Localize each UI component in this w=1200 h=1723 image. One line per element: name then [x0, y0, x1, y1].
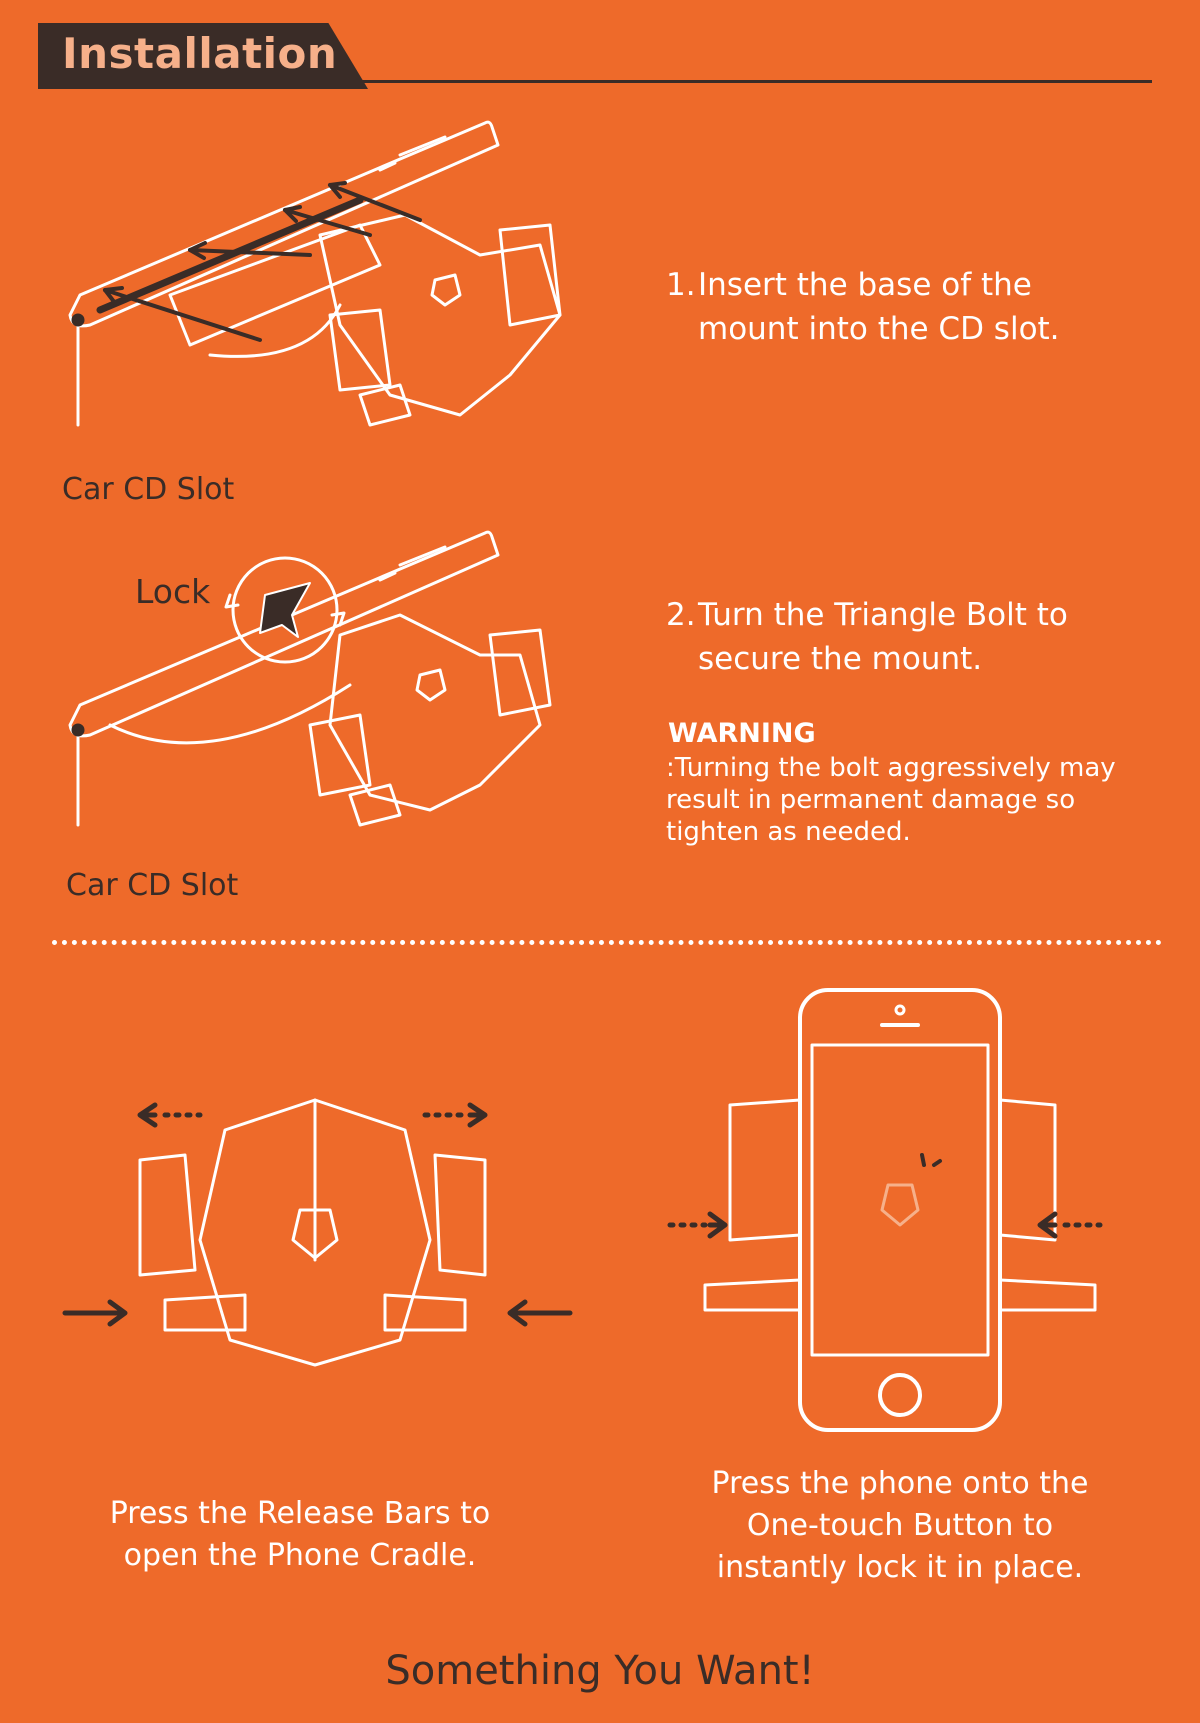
phone-screen	[810, 1043, 990, 1357]
mount-knob	[358, 383, 412, 427]
release-caption: Press the Release Bars to open the Phone…	[70, 1493, 530, 1577]
step-1-number: 1.	[666, 267, 696, 303]
triangle-bolt-icon	[224, 556, 346, 664]
cd-slot-opening	[96, 196, 364, 314]
press-caption-line-3: instantly lock it in place.	[716, 1550, 1084, 1585]
step-1-line-2: mount into the CD slot.	[698, 311, 1060, 347]
step-1-text: 1.Insert the base of the mount into the …	[666, 263, 1060, 351]
car-cd-slot-label-1: Car CD Slot	[62, 472, 235, 507]
triangle-bolt-lock-illustration	[68, 530, 552, 827]
press-caption-line-2: One-touch Button to	[746, 1508, 1054, 1543]
arrow-out-right-icon	[422, 1102, 488, 1128]
insert-arrows	[103, 181, 422, 342]
mount-body	[328, 613, 542, 812]
cradle-arm-left	[138, 1153, 197, 1277]
release-bar-left	[163, 1293, 247, 1332]
release-caption-line-2: open the Phone Cradle.	[123, 1538, 477, 1573]
phone-press-illustration	[667, 988, 1103, 1432]
step-1-line-1: Insert the base of the	[698, 267, 1032, 303]
mount-base-fin	[208, 303, 342, 358]
mount-base-plate	[108, 683, 352, 745]
car-cd-slot-label-2: Car CD Slot	[66, 868, 239, 903]
warning-title: WARNING	[668, 718, 816, 749]
release-bars-illustration	[62, 1098, 573, 1367]
one-touch-button-icon	[880, 1183, 920, 1227]
slogan: Something You Want!	[385, 1648, 815, 1694]
press-indicator-icon	[920, 1153, 942, 1167]
one-touch-button-outline	[430, 273, 462, 307]
mount-body	[318, 213, 562, 417]
cd-slot-panel	[68, 530, 500, 738]
press-caption-line-1: Press the phone onto the	[711, 1466, 1089, 1501]
cradle-arm-left	[728, 1098, 802, 1242]
mount-cradle-left	[308, 713, 372, 797]
release-bar-left	[703, 1278, 802, 1312]
arrow-press-right-icon	[507, 1299, 573, 1327]
arrow-press-left-icon	[667, 1211, 728, 1239]
lock-label: Lock	[135, 572, 211, 611]
mount-base-plate	[168, 223, 382, 347]
step-2-number: 2.	[666, 597, 696, 633]
arrow-out-left-icon	[137, 1102, 203, 1128]
cradle-arm-right	[998, 1098, 1057, 1242]
panel-button	[378, 135, 447, 172]
one-touch-button-outline	[415, 668, 447, 702]
cd-slot-insert-illustration	[68, 120, 562, 427]
phone-outline	[798, 988, 1002, 1432]
cradle-body	[198, 1098, 432, 1367]
warning-text: :Turning the bolt aggressively may resul…	[666, 753, 1116, 847]
one-touch-button-outline	[291, 1208, 339, 1260]
release-caption-line-1: Press the Release Bars to	[109, 1496, 491, 1531]
cradle-arm-right	[433, 1153, 487, 1277]
step-2-line-2: secure the mount.	[698, 641, 983, 677]
dotted-divider	[52, 940, 1162, 945]
header-rule	[360, 80, 1152, 83]
slot-leader-dot	[71, 723, 85, 737]
arrow-press-left-icon	[62, 1299, 128, 1327]
panel-button	[378, 545, 447, 582]
step-2-text: 2.Turn the Triangle Bolt to secure the m…	[666, 593, 1068, 681]
phone-home-button	[878, 1373, 922, 1417]
step-2-line-1: Turn the Triangle Bolt to	[698, 597, 1068, 633]
page-title: Installation	[62, 29, 338, 78]
slot-leader-dot	[71, 313, 85, 327]
mount-cradle-left	[328, 308, 392, 392]
press-caption: Press the phone onto the One-touch Butto…	[660, 1463, 1140, 1589]
release-bar-right	[383, 1293, 467, 1332]
mount-cradle-right	[488, 628, 552, 717]
mount-knob	[348, 783, 402, 827]
arrow-press-right-icon	[1037, 1211, 1103, 1239]
release-bar-right	[998, 1278, 1097, 1312]
mount-cradle-right	[498, 223, 562, 327]
header-tab	[38, 23, 368, 89]
phone-camera	[894, 1004, 906, 1016]
